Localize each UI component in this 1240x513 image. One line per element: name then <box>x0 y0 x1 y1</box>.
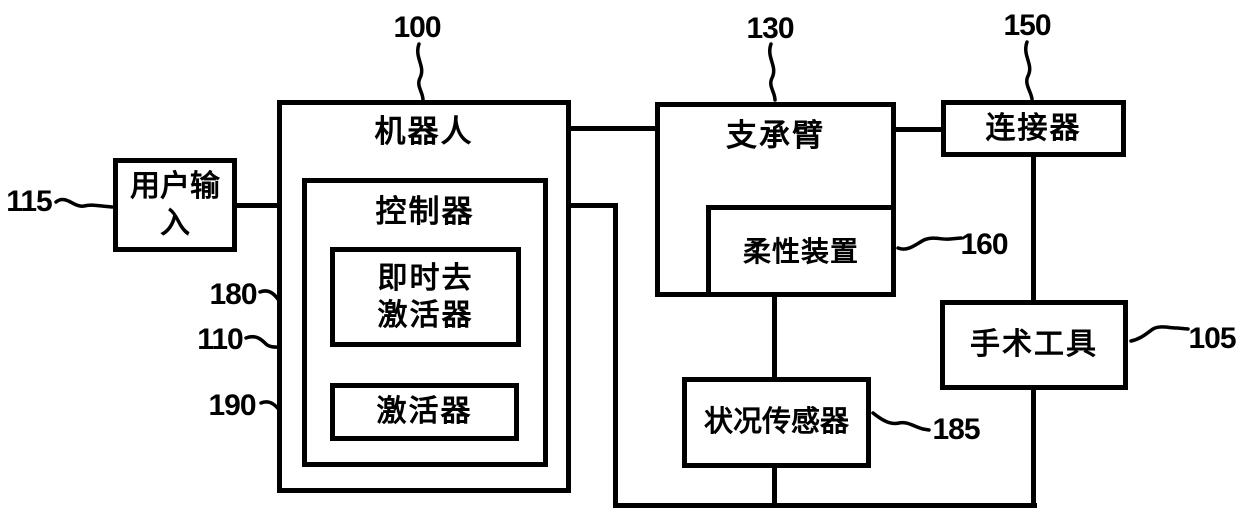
controller-label: 控制器 <box>375 194 475 229</box>
controller-ref-number: 110 <box>197 323 243 356</box>
connector-label: 连接器 <box>985 111 1082 145</box>
surgical-tool-box: 手术工具 <box>940 300 1128 390</box>
flexible-device-ref-number: 160 <box>960 228 1008 261</box>
activator-label: 激活器 <box>376 395 473 429</box>
line-supportarm-to-connector <box>896 127 941 132</box>
flexible-device-label: 柔性装置 <box>742 235 859 267</box>
support-arm-ref-number: 130 <box>746 12 794 45</box>
condition-sensor-box: 状况传感器 <box>682 377 871 468</box>
instant-deactivator-label: 即时去 激活器 <box>377 261 474 333</box>
line-robot-to-supportarm <box>571 126 655 131</box>
line-vertical-down <box>613 203 618 508</box>
user-input-box: 用户输入 <box>113 158 237 252</box>
flexible-device-box: 柔性装置 <box>706 205 896 297</box>
line-userinput-to-controller <box>237 203 304 208</box>
activator-ref-number: 190 <box>208 389 256 422</box>
leader-185 <box>871 411 931 432</box>
surgical-tool-ref-number: 105 <box>1188 322 1236 355</box>
activator-box: 激活器 <box>330 383 519 441</box>
line-flexible-to-sensor <box>772 297 777 377</box>
instant-deactivator-ref-number: 180 <box>209 278 257 311</box>
instant-deactivator-box: 即时去 激活器 <box>330 247 521 347</box>
line-connector-to-surgicaltool <box>1031 157 1036 300</box>
user-input-label: 用户输入 <box>130 169 220 241</box>
surgical-tool-label: 手术工具 <box>970 328 1098 362</box>
leader-150 <box>1024 40 1034 101</box>
condition-sensor-label: 状况传感器 <box>703 406 849 439</box>
leader-115 <box>54 197 114 209</box>
line-surgicaltool-to-bottom <box>1031 390 1036 508</box>
robot-label: 机器人 <box>374 114 474 149</box>
leader-105 <box>1129 325 1190 343</box>
line-controller-to-right <box>548 203 618 208</box>
leader-130 <box>768 42 777 102</box>
connector-ref-number: 150 <box>1003 9 1051 42</box>
condition-sensor-ref-number: 185 <box>932 413 980 446</box>
support-arm-label: 支承臂 <box>726 118 825 153</box>
user-input-ref-number: 115 <box>6 185 52 218</box>
connector-box: 连接器 <box>941 100 1126 157</box>
line-bottom-bus <box>613 503 1037 508</box>
line-sensor-to-bottom <box>772 468 777 508</box>
robot-ref-number: 100 <box>393 11 441 44</box>
leader-100 <box>416 42 425 102</box>
leader-160 <box>896 236 963 251</box>
